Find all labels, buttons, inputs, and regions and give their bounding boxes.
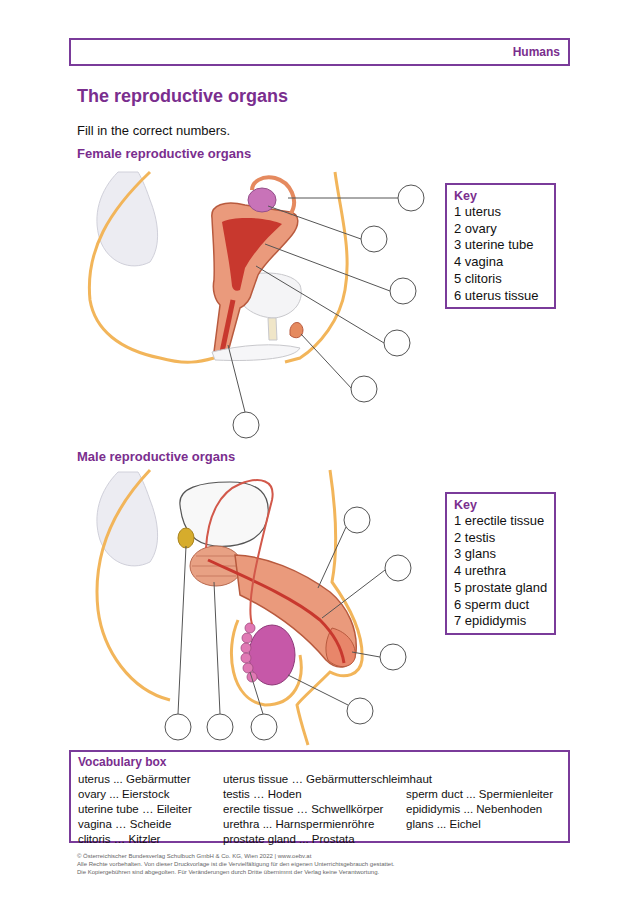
vocabulary-entry: uterus tissue … Gebärmutterschleimhaut	[223, 773, 432, 785]
key-entry: 5 clitoris	[454, 271, 547, 288]
answer-circle	[233, 412, 259, 438]
vocabulary-entry: sperm duct ... Spermienleiter	[406, 788, 553, 800]
coil	[243, 663, 253, 673]
box-heading: Vocabulary box	[78, 755, 166, 769]
section-heading: Female reproductive organs	[77, 146, 251, 161]
answer-circle	[207, 714, 233, 740]
answer-circle	[165, 714, 191, 740]
vocabulary-entry: glans ... Eichel	[406, 818, 481, 830]
uterus-cavity	[222, 218, 282, 291]
leader-lines	[228, 198, 398, 412]
leader-lines	[178, 527, 385, 714]
key-entry: 2 testis	[454, 530, 547, 547]
vocabulary-entry: uterus ... Gebärmutter	[78, 773, 191, 785]
leader-line	[322, 570, 385, 618]
leader-line	[256, 266, 384, 343]
leader-line	[288, 675, 348, 705]
answer-circles	[233, 185, 424, 438]
seminal-vesicle	[178, 528, 194, 548]
ovary-shape	[248, 188, 276, 212]
key-entry: 7 epididymis	[454, 613, 547, 630]
answer-circle	[251, 714, 277, 740]
key-box: Key1 erectile tissue2 testis3 glans4 ure…	[445, 492, 556, 635]
vocabulary-entry: vagina … Scheide	[78, 818, 171, 830]
coil	[245, 623, 255, 633]
key-entry: 5 prostate gland	[454, 580, 547, 597]
key-entry: 4 vagina	[454, 254, 547, 271]
leader-line	[288, 198, 398, 199]
clitoris-shape	[290, 323, 303, 338]
vocabulary-entry: prostate gland ... Prostata	[223, 833, 355, 845]
urethra-tube	[268, 318, 277, 340]
key-entry: 3 glans	[454, 546, 547, 563]
vocabulary-entry: clitoris … Kitzler	[78, 833, 160, 845]
leader-line	[352, 652, 380, 657]
footer-note: Die Kopiergebühren sind abgegolten. Für …	[77, 869, 379, 875]
footer-note: Alle Rechte vorbehalten. Von dieser Druc…	[77, 861, 395, 867]
header-box: Humans	[69, 38, 570, 66]
key-entry: 1 erectile tissue	[454, 513, 547, 530]
leader-line	[318, 527, 346, 588]
vocabulary-box: Vocabulary box uterus ... Gebärmutter ovar…	[69, 750, 570, 843]
vocabulary-entry: urethra ... Harnspermienröhre	[223, 818, 374, 830]
leader-line	[250, 672, 263, 714]
vocabulary-entry: uterine tube … Eileiter	[78, 803, 192, 815]
leader-line	[268, 206, 361, 239]
vocabulary-entry: ovary ... Eierstock	[78, 788, 169, 800]
epididymis-coils	[241, 623, 257, 682]
answer-circle	[385, 555, 411, 581]
answer-circle	[347, 698, 373, 724]
leader-line	[301, 334, 352, 389]
header-label: Humans	[513, 45, 560, 59]
footer-note: © Österreichischer Bundesverlag Schulbuc…	[77, 853, 311, 859]
answer-circles	[165, 507, 411, 740]
answer-circle	[351, 376, 377, 402]
uterus-shape	[212, 203, 298, 358]
answer-circle	[390, 278, 416, 304]
stripe-line	[196, 576, 236, 577]
key-box: Key1 uterus2 ovary3 uterine tube4 vagina…	[445, 183, 556, 309]
key-entry: 6 sperm duct	[454, 597, 547, 614]
key-entry: 1 uterus	[454, 204, 547, 221]
vocabulary-entry: erectile tissue … Schwellkörper	[223, 803, 383, 815]
leader-line	[228, 345, 245, 412]
spine-shadow	[97, 472, 158, 566]
vocabulary-entry: testis … Hoden	[223, 788, 302, 800]
body-outline	[97, 470, 170, 700]
stripe-line	[196, 556, 236, 557]
coil	[241, 653, 251, 663]
prostate-stripes	[192, 556, 240, 576]
stripe-line	[192, 566, 240, 567]
coil	[242, 633, 252, 643]
leader-line	[178, 546, 186, 714]
body-outline	[89, 172, 214, 362]
answer-circle	[380, 644, 406, 670]
female-illustration	[89, 172, 424, 438]
instruction-text: Fill in the correct numbers.	[77, 123, 230, 138]
key-entry: 6 uterus tissue	[454, 288, 547, 305]
scrotum-outline	[231, 620, 301, 705]
prostate-shape	[190, 546, 242, 586]
answer-circle	[344, 507, 370, 533]
labia-shape	[212, 345, 300, 361]
key-entry: 2 ovary	[454, 221, 547, 238]
vagina-channel	[222, 300, 233, 352]
coil	[241, 643, 251, 653]
spine-shadow	[97, 172, 158, 266]
male-illustration	[97, 470, 411, 745]
key-entry: 4 urethra	[454, 563, 547, 580]
leader-line	[214, 582, 220, 714]
answer-circle	[384, 330, 410, 356]
section-heading: Male reproductive organs	[77, 449, 235, 464]
answer-circle	[361, 226, 387, 252]
vocabulary-entry: epididymis ... Nebenhoden	[406, 803, 542, 815]
answer-circle	[398, 185, 424, 211]
sperm-duct	[206, 480, 273, 624]
page-title: The reproductive organs	[77, 86, 288, 107]
key-entry: 3 uterine tube	[454, 237, 547, 254]
key-heading: Key	[454, 188, 547, 204]
key-heading: Key	[454, 497, 547, 513]
